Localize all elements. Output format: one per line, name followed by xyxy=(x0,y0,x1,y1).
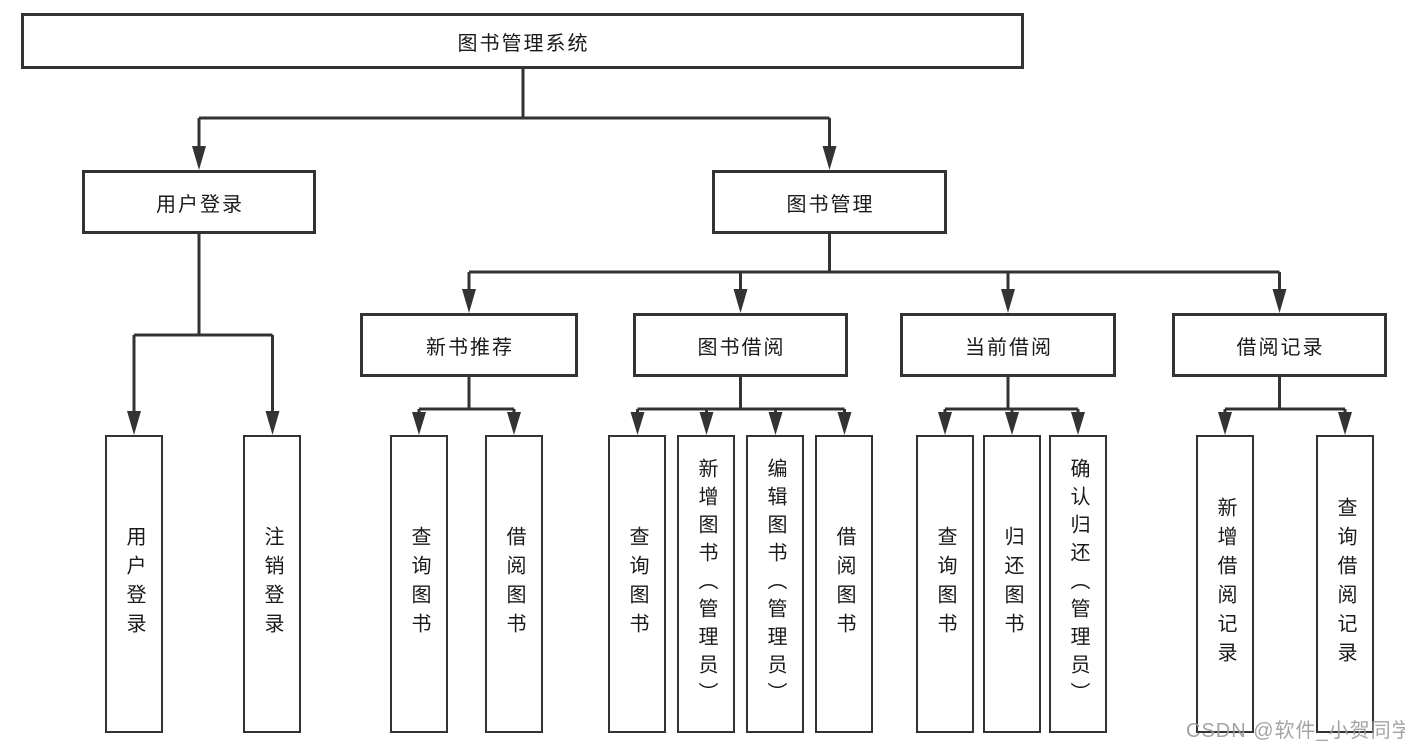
connector-arrow-sec2-tip xyxy=(733,289,748,313)
leaf-borrow-borrow-books: 借阅图书 xyxy=(815,435,873,733)
leaf-records-add-borrow-record: 新增借阅记录 xyxy=(1196,435,1254,733)
connector-arrow-leaf5-tip xyxy=(630,412,645,435)
connector-arrow-leaf9-tip xyxy=(938,412,952,435)
connector-arrow-leaf10-tip xyxy=(1005,412,1019,435)
node-new-book-recommend: 新书推荐 xyxy=(360,313,578,377)
leaf-borrow-query-books: 查询图书 xyxy=(608,435,666,733)
connector-arrow-leaf13-tip xyxy=(1338,412,1352,435)
connector-arrow-leaf3-tip xyxy=(412,412,426,435)
node-user-login: 用户登录 xyxy=(82,170,316,234)
leaf-user-login: 用户登录 xyxy=(105,435,163,733)
connector-arrow-leaf12-tip xyxy=(1218,412,1232,435)
node-book-borrowing: 图书借阅 xyxy=(633,313,848,377)
leaf-recommend-query-books: 查询图书 xyxy=(390,435,448,733)
leaf-current-confirm-return-admin: 确认归还（管理员） xyxy=(1049,435,1107,733)
leaf-recommend-borrow-books: 借阅图书 xyxy=(485,435,543,733)
connector-arrow-leaf2-tip xyxy=(265,411,280,435)
connector-arrow-sec4-tip xyxy=(1272,289,1287,313)
leaf-borrow-edit-books-admin: 编辑图书（管理员） xyxy=(746,435,804,733)
connector-arrow-user-login-tip xyxy=(192,146,206,170)
watermark-csdn: CSDN @软件_小贺同学 xyxy=(1186,720,1405,742)
leaf-logout: 注销登录 xyxy=(243,435,301,733)
node-borrowing-records: 借阅记录 xyxy=(1172,313,1387,377)
leaf-records-query-borrow-record: 查询借阅记录 xyxy=(1316,435,1374,733)
connector-arrow-sec3-tip xyxy=(1001,289,1015,313)
connector-arrow-leaf7-tip xyxy=(768,412,783,435)
connector-arrow-leaf6-tip xyxy=(699,412,714,435)
connector-arrow-leaf4-tip xyxy=(507,412,521,435)
node-book-management: 图书管理 xyxy=(712,170,947,234)
node-library-management-system: 图书管理系统 xyxy=(21,13,1024,69)
connector-arrow-leaf1-tip xyxy=(127,411,141,435)
connector-arrow-book-mgmt-tip xyxy=(822,146,837,170)
leaf-borrow-add-books-admin: 新增图书（管理员） xyxy=(677,435,735,733)
leaf-current-query-books: 查询图书 xyxy=(916,435,974,733)
connector-arrow-leaf11-tip xyxy=(1071,412,1085,435)
connector-arrow-sec1-tip xyxy=(462,289,476,313)
node-current-borrowing: 当前借阅 xyxy=(900,313,1116,377)
connector-arrow-leaf8-tip xyxy=(837,412,852,435)
leaf-current-return-books: 归还图书 xyxy=(983,435,1041,733)
